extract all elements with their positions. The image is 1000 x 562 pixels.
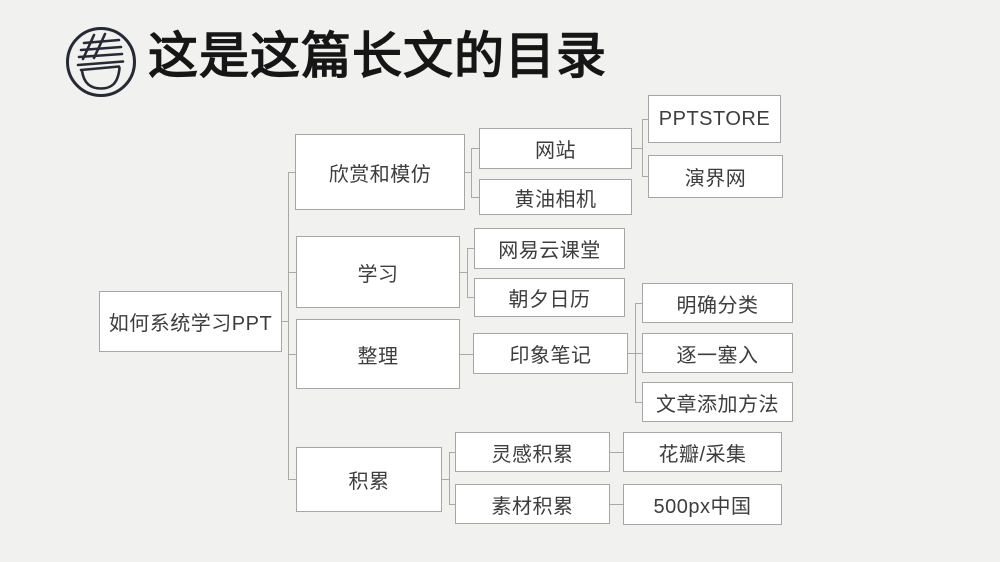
node-organize: 整理 xyxy=(296,319,460,389)
noodle-bowl-logo-icon xyxy=(66,27,136,97)
node-pptstore: PPTSTORE xyxy=(648,95,781,143)
node-learning: 学习 xyxy=(296,236,460,308)
node-inspiration-accumulation: 灵感积累 xyxy=(455,432,610,472)
node-insert-one-by-one: 逐一塞入 xyxy=(642,333,793,373)
node-yanjiewang: 演界网 xyxy=(648,155,783,198)
node-article-add-method: 文章添加方法 xyxy=(642,382,793,422)
node-websites: 网站 xyxy=(479,128,632,169)
node-accumulate: 积累 xyxy=(296,447,442,512)
node-zhaoxi-calendar: 朝夕日历 xyxy=(474,278,625,317)
node-appreciate-imitate: 欣赏和模仿 xyxy=(295,134,465,210)
node-evernote: 印象笔记 xyxy=(473,333,628,374)
node-root-how-to-learn-ppt: 如何系统学习PPT xyxy=(99,291,282,352)
node-material-accumulation: 素材积累 xyxy=(455,484,610,524)
node-clear-classification: 明确分类 xyxy=(642,283,793,323)
node-netease-cloud-class: 网易云课堂 xyxy=(474,228,625,269)
node-500px-china: 500px中国 xyxy=(623,484,782,525)
slide-title: 这是这篇长文的目录 xyxy=(148,28,607,84)
node-huaban-collect: 花瓣/采集 xyxy=(623,432,782,472)
node-butter-camera: 黄油相机 xyxy=(479,179,632,215)
